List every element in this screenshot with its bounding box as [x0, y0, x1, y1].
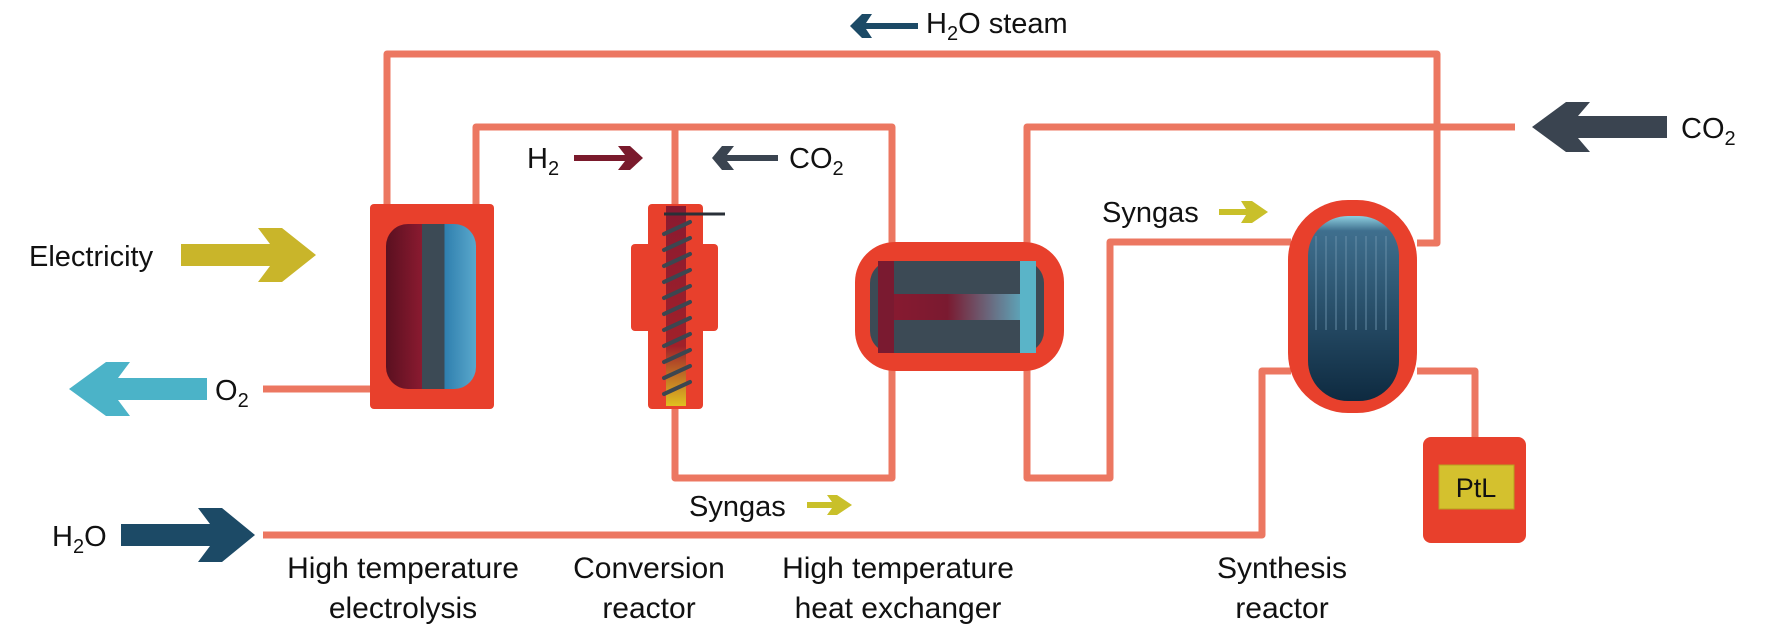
h2o-label: H2O: [52, 521, 107, 558]
co2-in-arrow-icon: [1532, 102, 1667, 152]
ptl-label: PtL: [1456, 473, 1497, 503]
coil-winding: [662, 236, 692, 252]
unit-captions: High temperature electrolysis Conversion…: [287, 552, 1347, 625]
conversion-caption-line1: Conversion: [573, 552, 725, 585]
syngas-right-arrow-icon: [1219, 201, 1268, 223]
co2-conv-arrow-icon: [712, 146, 778, 170]
pipes: [263, 50, 1515, 539]
steam-return-pipe: [383, 50, 1441, 247]
coil-winding: [662, 268, 692, 284]
electrolysis-caption-line1: High temperature: [287, 552, 519, 585]
electricity-label: Electricity: [29, 241, 154, 273]
coil-winding: [662, 284, 692, 300]
syngas-right-label: Syngas: [1102, 197, 1199, 229]
syngas-bottom-arrow-icon: [807, 495, 852, 515]
coil-winding: [662, 316, 692, 332]
o2-arrow-icon: [69, 362, 207, 416]
co2-conv-label: CO2: [789, 143, 844, 180]
synthesis-caption-line1: Synthesis: [1217, 552, 1347, 585]
h2-label: H2: [527, 143, 559, 180]
synthesis-caption-line2: reactor: [1235, 592, 1328, 625]
o2-label: O2: [215, 375, 249, 412]
heat-exchanger-caption-line1: High temperature: [782, 552, 1014, 585]
co2-in-label: CO2: [1681, 113, 1736, 150]
heat-exchanger-caption-line2: heat exchanger: [795, 592, 1002, 625]
coil-winding: [662, 380, 692, 396]
coil-winding: [662, 252, 692, 268]
syngas-bottom-label: Syngas: [689, 491, 786, 523]
steam-label: H2O steam: [926, 8, 1068, 45]
coil-winding: [662, 348, 692, 364]
coil-winding: [662, 220, 692, 236]
coil-winding: [662, 300, 692, 316]
steam-arrow-icon: [850, 14, 918, 38]
electrolysis-unit: [370, 204, 494, 409]
conversion-reactor: [631, 204, 725, 409]
conversion-caption-line2: reactor: [602, 592, 695, 625]
heat-exchanger: [855, 242, 1064, 371]
electrolysis-caption-line2: electrolysis: [329, 592, 477, 625]
electricity-arrow-icon: [181, 228, 316, 282]
co2-feed-pipe: [1023, 123, 1515, 482]
h2o-arrow-icon: [121, 508, 255, 562]
coil-winding: [662, 332, 692, 348]
h2-arrow-icon: [574, 146, 643, 170]
ptl-pipe: [1417, 367, 1479, 437]
flow-arrows: [69, 14, 1667, 562]
h2o-pipe: [263, 367, 1291, 539]
ptl-tank: PtL: [1423, 437, 1526, 543]
synthesis-reactor: [1288, 200, 1417, 413]
coil-winding: [662, 364, 692, 380]
